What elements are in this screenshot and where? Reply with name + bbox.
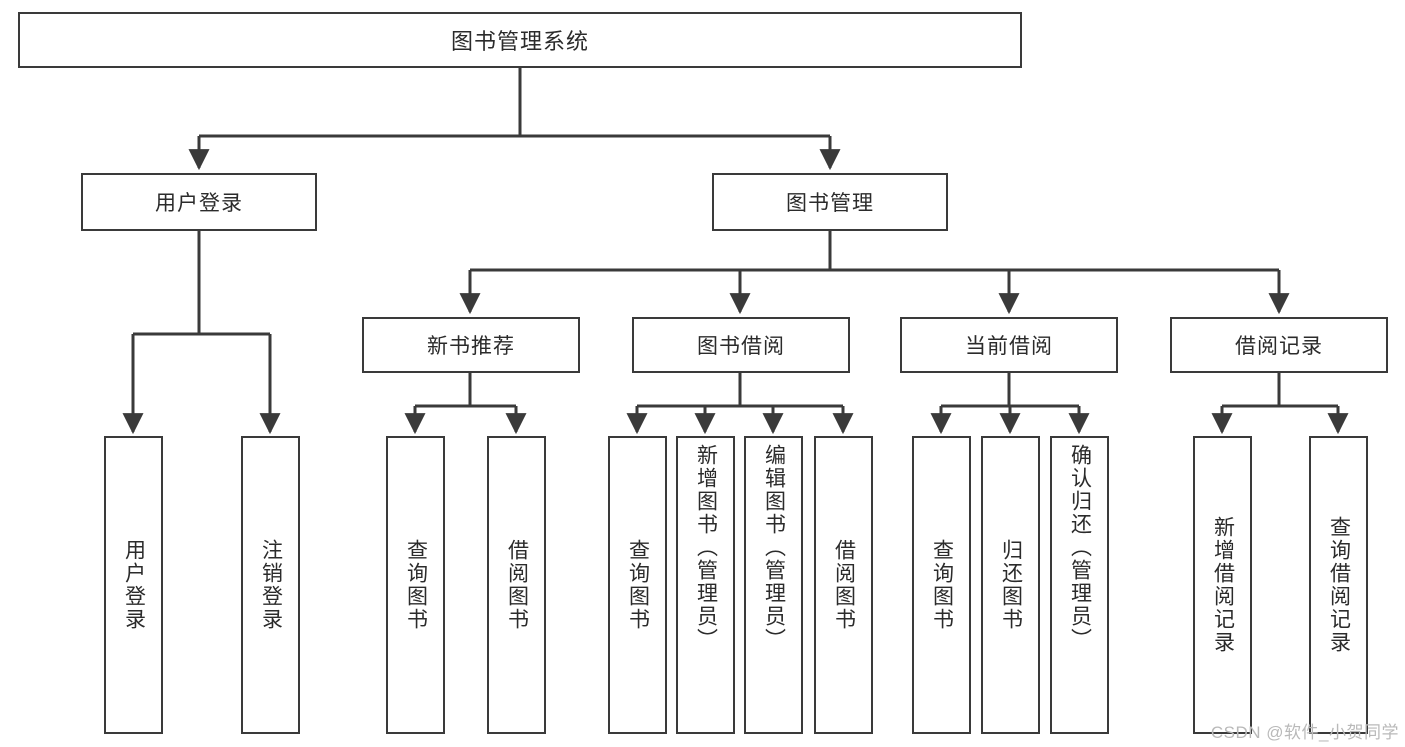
- node-label: 图书管理: [786, 192, 874, 215]
- node-borrow-record[interactable]: 借阅记录: [1170, 317, 1388, 373]
- leaf-query-book-current[interactable]: 查询图书: [912, 436, 971, 734]
- node-label: 用户登录: [155, 192, 243, 215]
- node-new-book-recommend[interactable]: 新书推荐: [362, 317, 580, 373]
- node-label: 当前借阅: [965, 335, 1053, 358]
- leaf-user-logout[interactable]: 注销登录: [241, 436, 300, 734]
- node-label: 注销登录: [259, 539, 283, 631]
- leaf-edit-book-admin[interactable]: 编辑图书（管理员）: [744, 436, 803, 734]
- node-label: 新书推荐: [427, 335, 515, 358]
- leaf-query-book[interactable]: 查询图书: [608, 436, 667, 734]
- node-label: 借阅图书: [505, 539, 529, 631]
- node-current-borrow[interactable]: 当前借阅: [900, 317, 1118, 373]
- leaf-return-book[interactable]: 归还图书: [981, 436, 1040, 734]
- node-label: 新增图书（管理员）: [694, 444, 718, 651]
- node-label: 查询借阅记录: [1327, 516, 1351, 654]
- node-label: 图书借阅: [697, 335, 785, 358]
- leaf-borrow-book-new[interactable]: 借阅图书: [487, 436, 546, 734]
- node-label: 编辑图书（管理员）: [762, 444, 786, 651]
- leaf-add-book-admin[interactable]: 新增图书（管理员）: [676, 436, 735, 734]
- node-book-management[interactable]: 图书管理: [712, 173, 948, 231]
- node-label: 归还图书: [999, 539, 1023, 631]
- leaf-borrow-book[interactable]: 借阅图书: [814, 436, 873, 734]
- node-label: 新增借阅记录: [1211, 516, 1235, 654]
- node-label: 确认归还（管理员）: [1068, 444, 1092, 651]
- leaf-query-borrow-record[interactable]: 查询借阅记录: [1309, 436, 1368, 734]
- leaf-query-book-new[interactable]: 查询图书: [386, 436, 445, 734]
- node-label: 查询图书: [626, 539, 650, 631]
- leaf-confirm-return-admin[interactable]: 确认归还（管理员）: [1050, 436, 1109, 734]
- leaf-user-login[interactable]: 用户登录: [104, 436, 163, 734]
- node-label: 查询图书: [930, 539, 954, 631]
- node-root-system[interactable]: 图书管理系统: [18, 12, 1022, 68]
- node-book-borrow[interactable]: 图书借阅: [632, 317, 850, 373]
- node-user-login[interactable]: 用户登录: [81, 173, 317, 231]
- node-label: 图书管理系统: [450, 29, 589, 54]
- node-label: 借阅图书: [832, 539, 856, 631]
- node-label: 用户登录: [122, 539, 146, 631]
- leaf-add-borrow-record[interactable]: 新增借阅记录: [1193, 436, 1252, 734]
- csdn-watermark: CSDN @软件_小贺同学: [1210, 723, 1399, 742]
- node-label: 查询图书: [404, 539, 428, 631]
- node-label: 借阅记录: [1235, 335, 1323, 358]
